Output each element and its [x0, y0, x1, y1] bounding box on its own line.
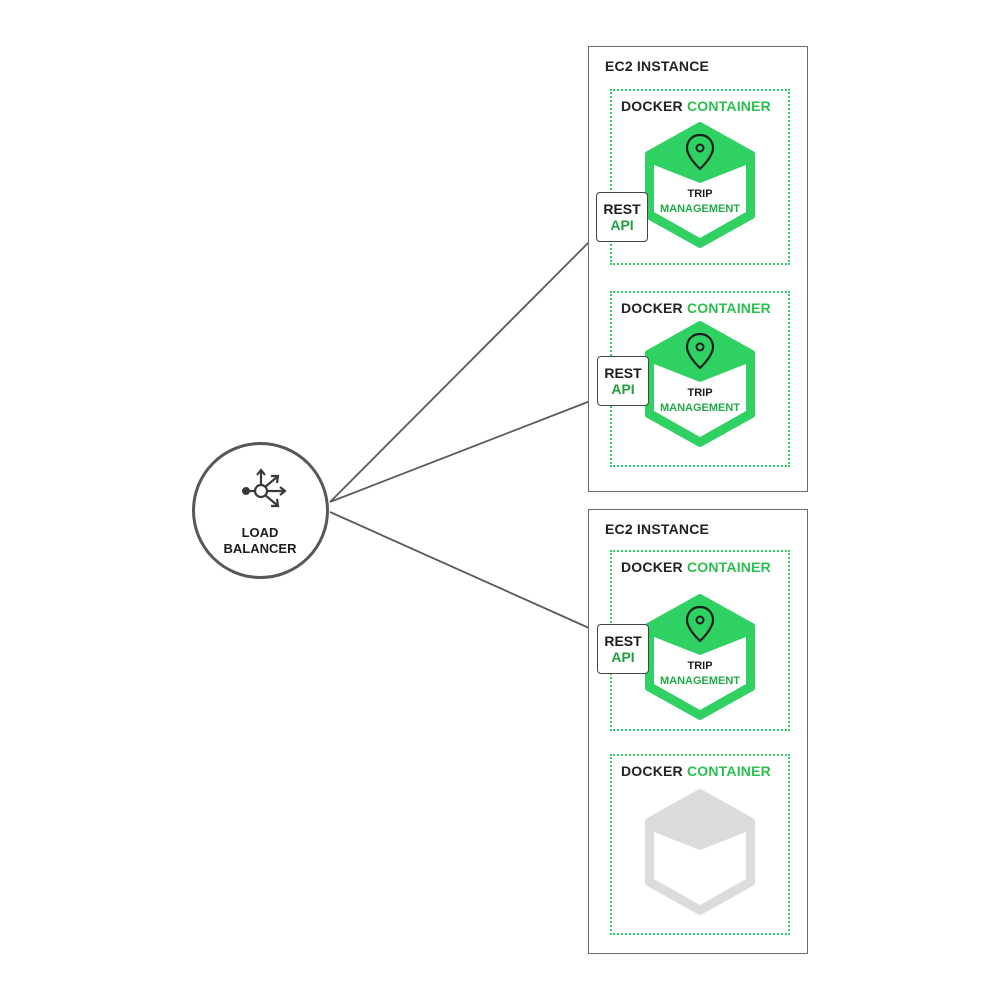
docker-container: DOCKER CONTAINER TRIP MANAGEMENT	[610, 291, 790, 467]
rest-api-line2: API	[611, 381, 635, 397]
docker-label-word: DOCKER	[621, 559, 683, 575]
docker-label-word: DOCKER	[621, 763, 683, 779]
ec2-instance-label: EC2 INSTANCE	[605, 58, 710, 74]
container-label-word: CONTAINER	[686, 559, 771, 575]
service-name: TRIP MANAGEMENT	[643, 187, 757, 217]
docker-container-label: DOCKER CONTAINER	[621, 98, 771, 114]
service-hexagon-icon	[645, 122, 755, 248]
docker-label-word: DOCKER	[621, 98, 683, 114]
rest-api-line1: REST	[604, 365, 642, 381]
service-name: TRIP MANAGEMENT	[643, 386, 757, 416]
container-label-word: CONTAINER	[686, 763, 771, 779]
rest-api-box[interactable]: REST API	[597, 356, 649, 406]
service-name: TRIP MANAGEMENT	[643, 659, 757, 689]
docker-container-label: DOCKER CONTAINER	[621, 763, 771, 779]
load-balancer-label: LOAD BALANCER	[195, 525, 325, 557]
docker-container-label: DOCKER CONTAINER	[621, 559, 771, 575]
empty-hexagon-icon	[645, 789, 755, 915]
connection-line	[329, 232, 599, 503]
ec2-instance: EC2 INSTANCE DOCKER CONTAINER TRIP MANAG…	[588, 509, 808, 954]
docker-container-label: DOCKER CONTAINER	[621, 300, 771, 316]
service-hexagon-icon	[645, 321, 755, 447]
service-name-line2: MANAGEMENT	[659, 675, 741, 687]
service-name-line2: MANAGEMENT	[659, 402, 741, 414]
docker-container: DOCKER CONTAINER TRIP MANAGEMENT	[610, 550, 790, 731]
load-balancer[interactable]: LOAD BALANCER	[192, 442, 329, 579]
service-hexagon-icon	[645, 594, 755, 720]
ec2-instance: EC2 INSTANCE DOCKER CONTAINER TRIP MANAG…	[588, 46, 808, 492]
trip-management-service[interactable]: TRIP MANAGEMENT	[643, 320, 757, 448]
trip-management-service[interactable]: TRIP MANAGEMENT	[643, 121, 757, 249]
trip-management-service[interactable]: TRIP MANAGEMENT	[643, 593, 757, 721]
load-balancer-icon	[242, 468, 287, 508]
service-name-line1: TRIP	[687, 660, 713, 672]
rest-api-box[interactable]: REST API	[597, 624, 649, 674]
container-label-word: CONTAINER	[686, 98, 771, 114]
rest-api-line1: REST	[604, 633, 642, 649]
service-name-line2: MANAGEMENT	[659, 203, 741, 215]
rest-api-line2: API	[610, 217, 634, 233]
connection-line	[329, 397, 599, 503]
service-name-line1: TRIP	[687, 387, 713, 399]
docker-label-word: DOCKER	[621, 300, 683, 316]
load-balancer-label-line1: LOAD	[241, 525, 279, 540]
ec2-instance-label: EC2 INSTANCE	[605, 521, 710, 537]
docker-container: DOCKER CONTAINER TRIP MANAGEMENT	[610, 89, 790, 265]
rest-api-line2: API	[611, 649, 635, 665]
container-label-word: CONTAINER	[686, 300, 771, 316]
service-name-line1: TRIP	[687, 188, 713, 200]
load-balancer-label-line2: BALANCER	[223, 541, 297, 556]
docker-container-empty: DOCKER CONTAINER	[610, 754, 790, 935]
connection-line	[329, 511, 599, 633]
rest-api-line1: REST	[603, 201, 641, 217]
rest-api-box[interactable]: REST API	[596, 192, 648, 242]
